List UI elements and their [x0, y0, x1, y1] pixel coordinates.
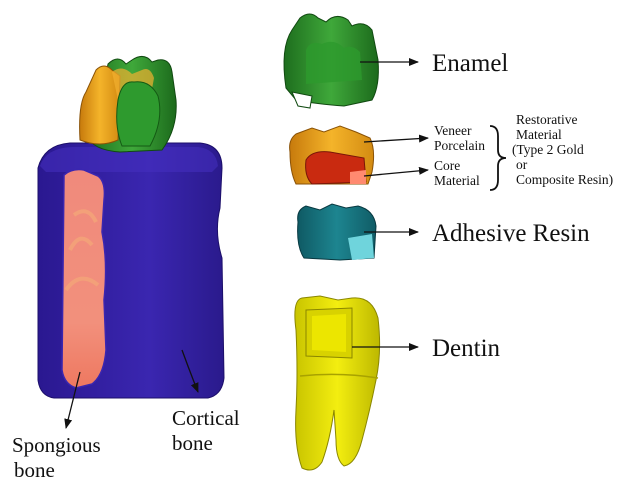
enamel-label: Enamel [432, 50, 508, 77]
restorative-label-line2: Material [516, 127, 562, 142]
spongious-label-line2: bone [14, 458, 55, 482]
veneer-label-line1: Veneer [434, 123, 472, 138]
restorative-label-line5: Composite Resin) [516, 172, 613, 187]
dentin-label: Dentin [432, 335, 501, 362]
crown-on-bone [80, 56, 177, 152]
veneer-arrow [364, 138, 428, 142]
spongious-label-line1: Spongious [12, 433, 101, 457]
restorative-label-line1: Restorative [516, 112, 577, 127]
enamel-component [284, 14, 378, 108]
veneer-core-component [290, 126, 374, 184]
core-label-line2: Material [434, 173, 480, 188]
cortical-label-line1: Cortical [172, 406, 240, 430]
veneer-label-line2: Porcelain [434, 138, 485, 153]
restorative-label-line3: (Type 2 Gold [512, 142, 584, 157]
core-arrow [364, 170, 428, 176]
dentin-component [295, 296, 380, 470]
restorative-brace [490, 126, 506, 190]
bone-block-model [38, 56, 224, 398]
restorative-label-line4: or [516, 157, 528, 172]
core-label-line1: Core [434, 158, 460, 173]
cortical-label-line2: bone [172, 431, 213, 455]
adhesive-resin-label: Adhesive Resin [432, 220, 590, 247]
